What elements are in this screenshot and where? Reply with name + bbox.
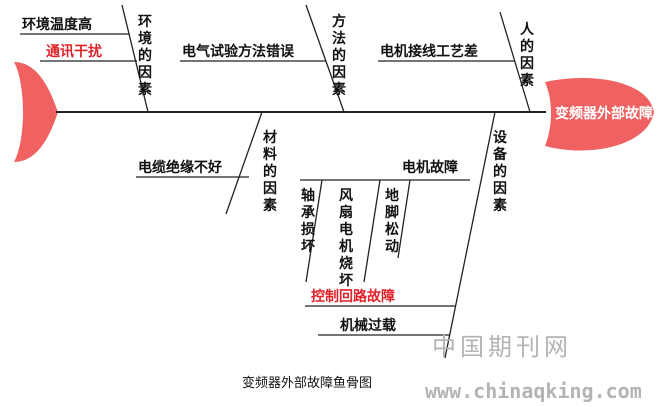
cause-fan-motor-burn: 风扇电机烧坏 xyxy=(339,188,353,289)
bone-environment xyxy=(121,4,149,113)
cause-control-loop: 控制回路故障 xyxy=(311,288,395,305)
cause-wiring-process: 电机接线工艺差 xyxy=(380,43,478,60)
bone-equipment xyxy=(444,111,496,359)
fish-tail xyxy=(14,62,58,162)
category-material: 材料的因素 xyxy=(263,129,277,214)
bone-material xyxy=(225,111,263,215)
effect-label: 变频器外部故障 xyxy=(555,105,653,122)
cause-bearing-damage: 轴承损坏 xyxy=(301,187,315,255)
watermark-url: www.chinaqking.com xyxy=(425,379,642,403)
cause-anchor-loose: 地脚松动 xyxy=(385,187,399,255)
bone-people xyxy=(499,11,531,113)
cause-electrical-test: 电气试验方法错误 xyxy=(182,43,295,60)
bone-method xyxy=(305,4,345,113)
cause-line-bearing xyxy=(305,179,323,283)
category-equipment: 设备的因素 xyxy=(492,130,508,214)
category-people: 人的因素 xyxy=(520,21,535,89)
watermark-text: 中国期刊网 xyxy=(432,333,572,361)
category-environment: 环境的因素 xyxy=(138,14,152,98)
cause-motor-fault: 电机故障 xyxy=(402,159,458,176)
diagram-caption: 变频器外部故障鱼骨图 xyxy=(242,375,372,391)
cause-line-anchor xyxy=(397,179,411,259)
category-method: 方法的因素 xyxy=(332,13,346,98)
cause-env-temp: 环境温度高 xyxy=(22,16,92,33)
cause-line-fan xyxy=(363,179,381,283)
cause-mechanical-overload: 机械过载 xyxy=(340,317,396,334)
fish-head xyxy=(545,77,654,151)
cause-cable-insulation: 电缆绝缘不好 xyxy=(138,159,222,176)
cause-comm-interference: 通讯干扰 xyxy=(46,43,102,60)
